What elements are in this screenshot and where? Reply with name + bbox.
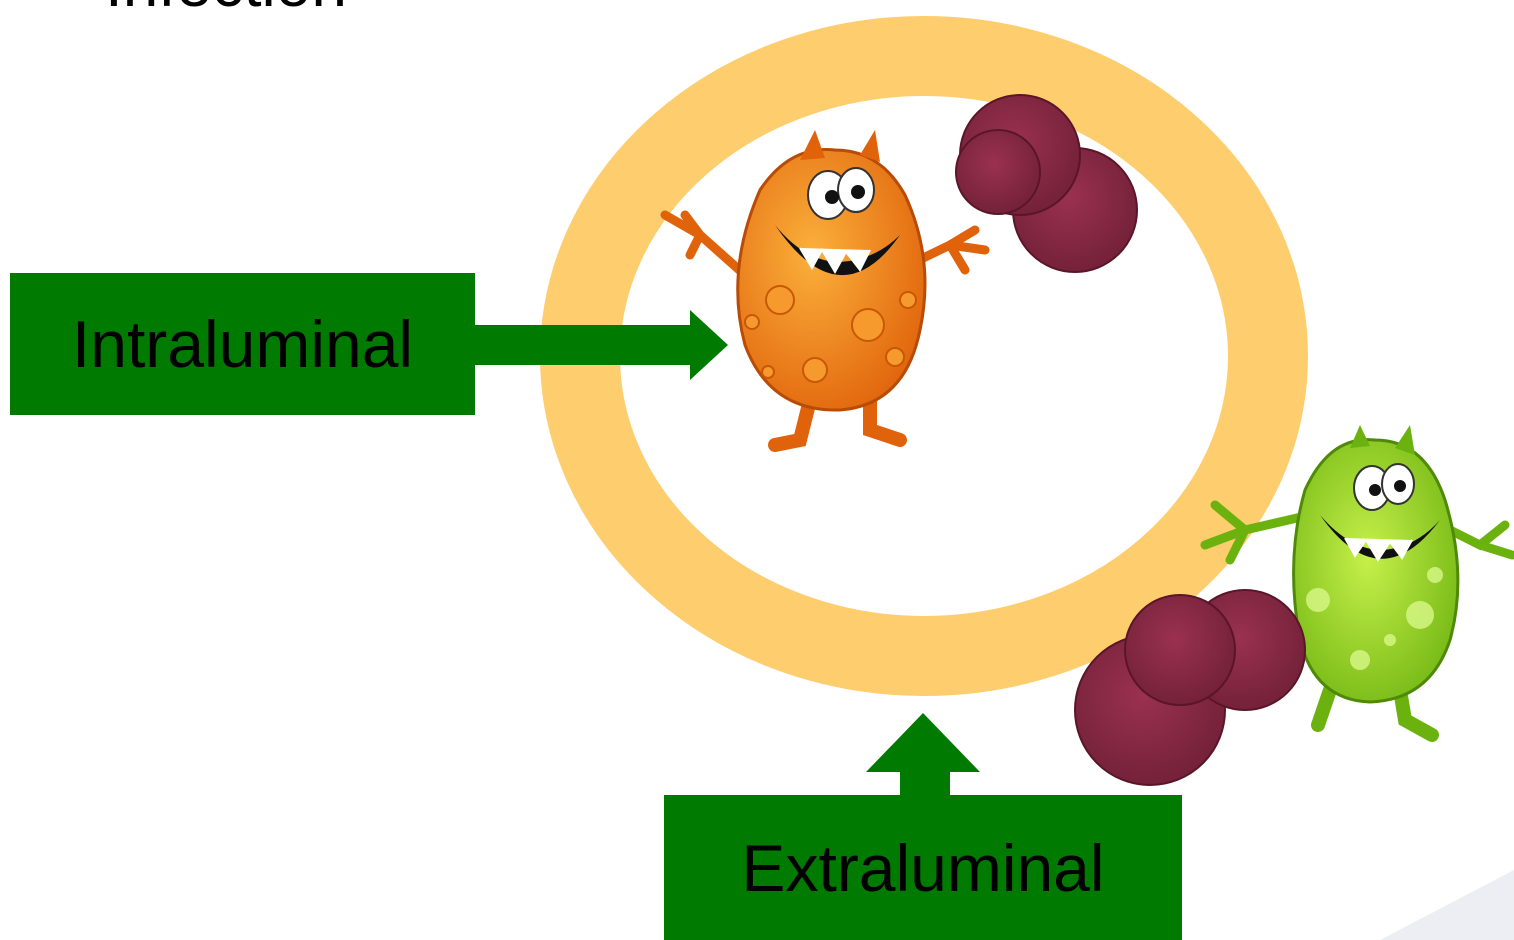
extraluminal-label: Extraluminal bbox=[741, 830, 1104, 906]
extraluminal-label-box: Extraluminal bbox=[664, 795, 1182, 940]
intraluminal-label: Intraluminal bbox=[72, 306, 413, 382]
corner-decoration bbox=[1380, 870, 1514, 940]
intraluminal-label-box: Intraluminal bbox=[10, 273, 475, 415]
orange-bug-icon bbox=[665, 130, 985, 445]
extraluminal-arrow bbox=[866, 713, 980, 800]
